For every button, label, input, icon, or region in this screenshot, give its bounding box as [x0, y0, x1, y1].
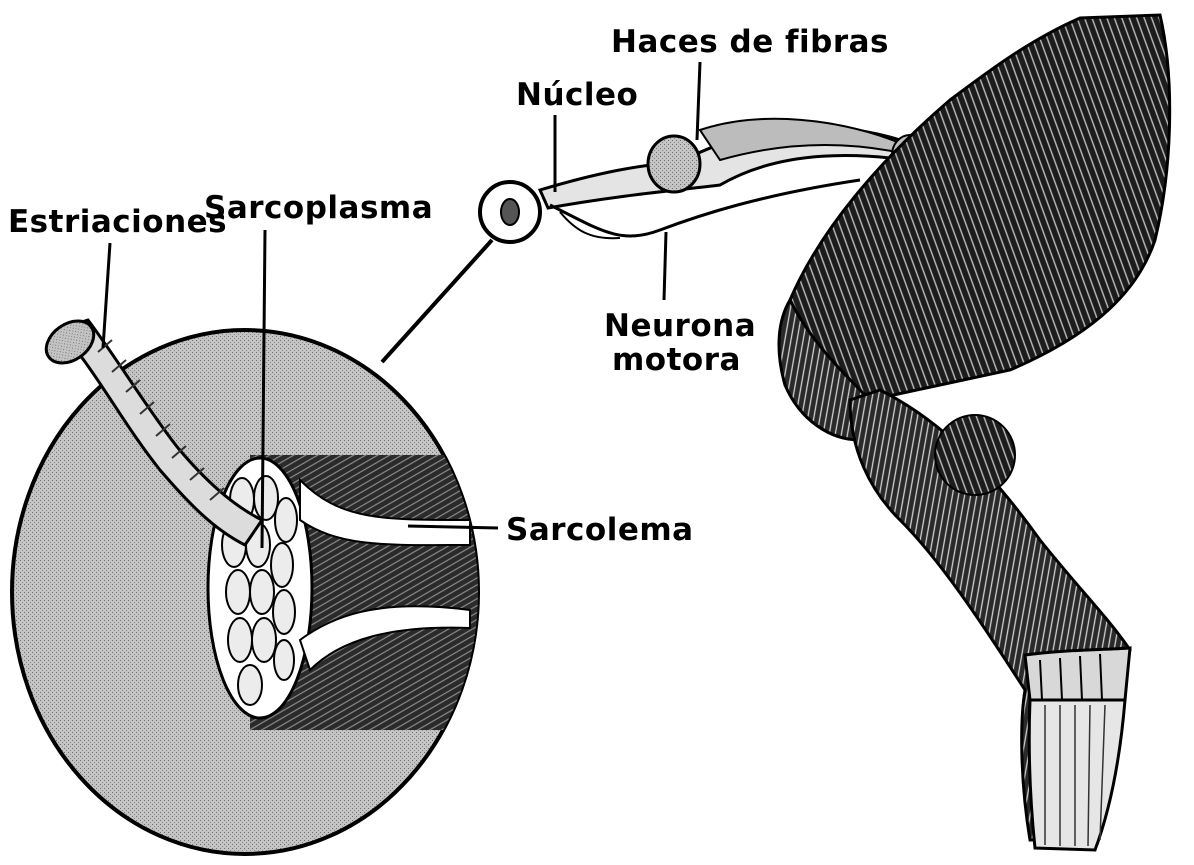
label-motora: motora [612, 342, 741, 378]
label-haces-de-fibras: Haces de fibras [611, 24, 889, 60]
label-sarcolema: Sarcolema [506, 512, 694, 548]
label-nucleo: Núcleo [516, 77, 638, 113]
label-neurona: Neurona [604, 308, 756, 344]
leader-neurona [664, 232, 666, 300]
label-sarcoplasma: Sarcoplasma [204, 190, 433, 226]
leader-haces [697, 62, 700, 140]
leader-estriaciones [103, 243, 110, 348]
label-estriaciones: Estriaciones [8, 204, 227, 240]
zoom-circle [12, 312, 478, 854]
leader-sarcolema [408, 526, 498, 528]
